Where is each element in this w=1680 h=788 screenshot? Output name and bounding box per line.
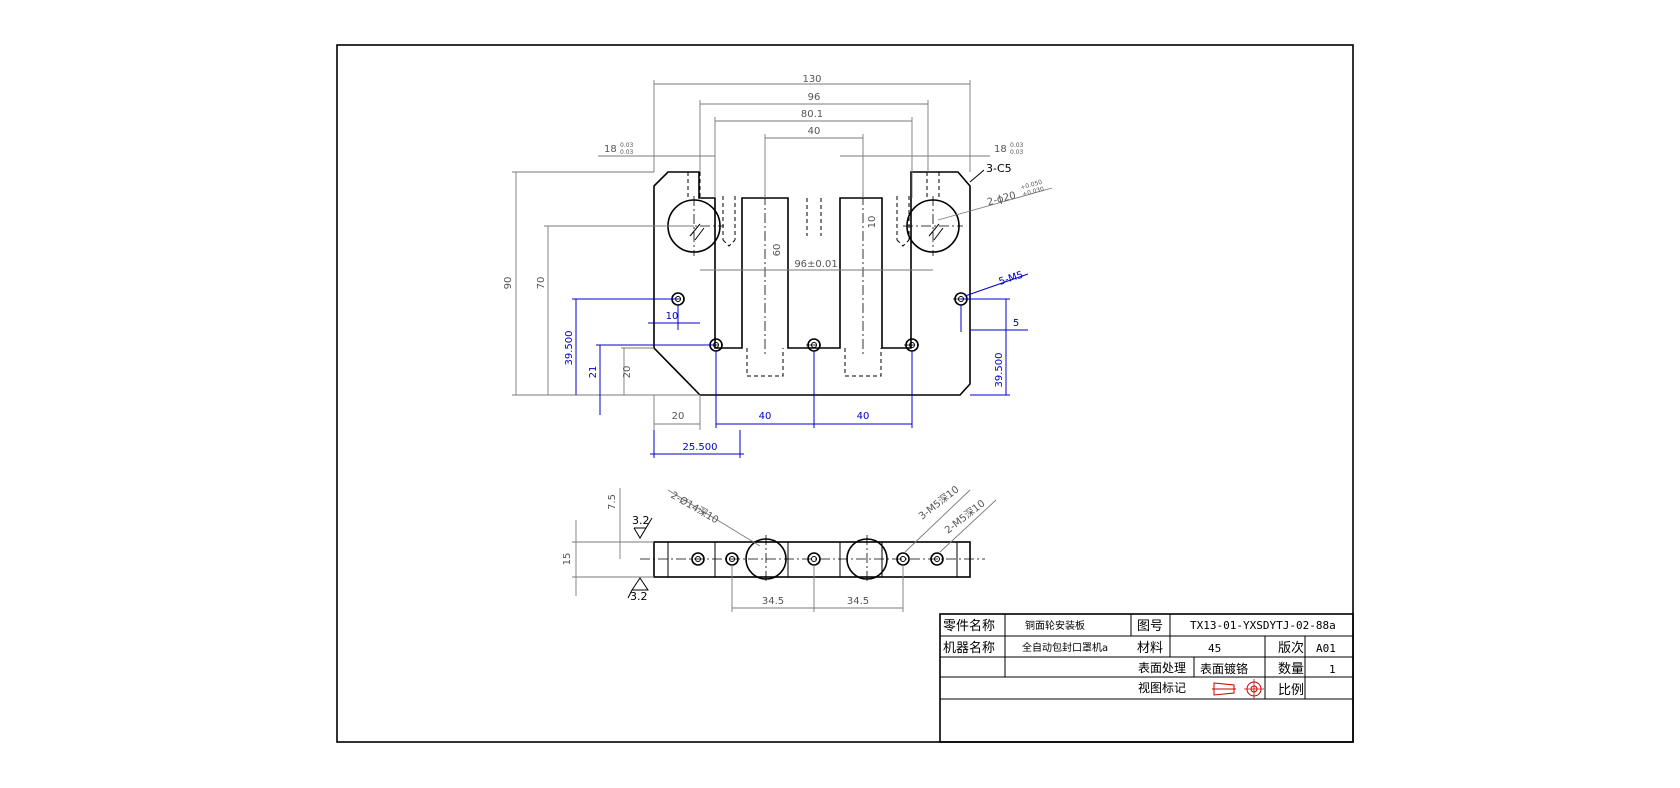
dim-hole-offset-left: 10 [666,311,679,322]
dim-130: 130 [802,74,821,85]
bore-left-hatch [689,223,705,241]
tol-left-base: 18 [604,144,617,155]
dim-thickness: 15 [562,553,573,566]
tol-left-lower: 0.03 [620,149,634,156]
small-holes [671,292,968,352]
part-name-label: 零件名称 [943,618,995,634]
chamfer-note: 3-C5 [986,162,1012,175]
version-label: 版次 [1278,640,1304,656]
thread-note: 5-M5 [998,270,1025,288]
hidden-lines [687,172,940,377]
material-label: 材料 [1137,641,1163,656]
dim-bore-span: 96±0.01 [794,259,837,270]
part-name-value: 铜面轮安装板 [1025,619,1085,632]
bore-note-base: 2-ϕ20 [986,190,1017,208]
roughness-top: 3.2 [632,514,650,527]
surface-label: 表面处理 [1138,661,1186,675]
dim-80-1: 80.1 [801,109,823,120]
side-view: 15 7.5 3.2 3.2 2-Ø14深10 3-M5深10 2-M5深10 … [562,484,997,612]
material-value: 45 [1208,642,1221,655]
machine-value: 全自动包封口罩机a [1022,641,1108,654]
side-note-right-2: 2-M5深10 [942,498,987,537]
dim-40-left: 40 [759,411,772,422]
bottom-dimensions: 20 40 40 25.500 [650,351,913,458]
tol-right-upper: 0.03 [1010,142,1024,149]
dim-depth: 7.5 [607,494,618,510]
side-dim-1: 34.5 [762,596,784,607]
surface-value: 表面镀铬 [1200,661,1248,676]
dim-39-5-left: 39.500 [564,331,575,366]
dim-40: 40 [808,126,821,137]
drawing-no-label: 图号 [1137,619,1163,634]
tol-left-upper: 0.03 [620,142,634,149]
title-block: 零件名称 铜面轮安装板 图号 TX13-01-YXSDYTJ-02-88a 机器… [939,613,1354,743]
dim-20-bottom: 20 [672,411,685,422]
dim-96: 96 [808,92,821,103]
side-dim-2: 34.5 [847,596,869,607]
qty-value: 1 [1329,663,1336,676]
dim-39-5-right: 39.500 [994,353,1005,388]
left-dimensions: 90 70 39.500 21 20 [503,171,716,415]
scale-label: 比例 [1278,683,1304,698]
view-mark-label: 视图标记 [1138,680,1186,695]
dim-21: 21 [588,366,599,379]
side-note-left: 2-Ø14深10 [669,489,721,526]
dim-70: 70 [536,277,547,290]
front-view-outline [653,171,971,396]
side-view-outline [653,541,971,578]
projection-symbol-icon [1212,679,1264,699]
front-view: 130 96 80.1 40 18 0.03 0.03 18 0.03 0.03… [503,74,1053,458]
dim-40-right: 40 [857,411,870,422]
tol-right-base: 18 [994,144,1007,155]
tol-right-lower: 0.03 [1010,149,1024,156]
dim-hole-offset-right: 5 [1013,318,1019,329]
version-value: A01 [1316,642,1336,655]
qty-label: 数量 [1278,662,1304,677]
sheet-border [336,44,1354,743]
dim-slot-depth: 60 [772,244,783,257]
roughness-bottom: 3.2 [630,590,648,603]
dim-90: 90 [503,277,514,290]
dim-25-5: 25.500 [683,442,718,453]
side-note-right-1: 3-M5深10 [916,484,961,523]
drawing-no-value: TX13-01-YXSDYTJ-02-88a [1190,619,1336,632]
top-dimensions: 130 96 80.1 40 18 0.03 0.03 18 0.03 0.03 [598,74,1024,198]
bore-right [906,199,960,253]
dim-slot-width: 10 [867,216,878,229]
machine-label: 机器名称 [943,640,995,656]
dim-20-vertical: 20 [622,366,633,379]
bore-right-hatch [928,223,944,241]
